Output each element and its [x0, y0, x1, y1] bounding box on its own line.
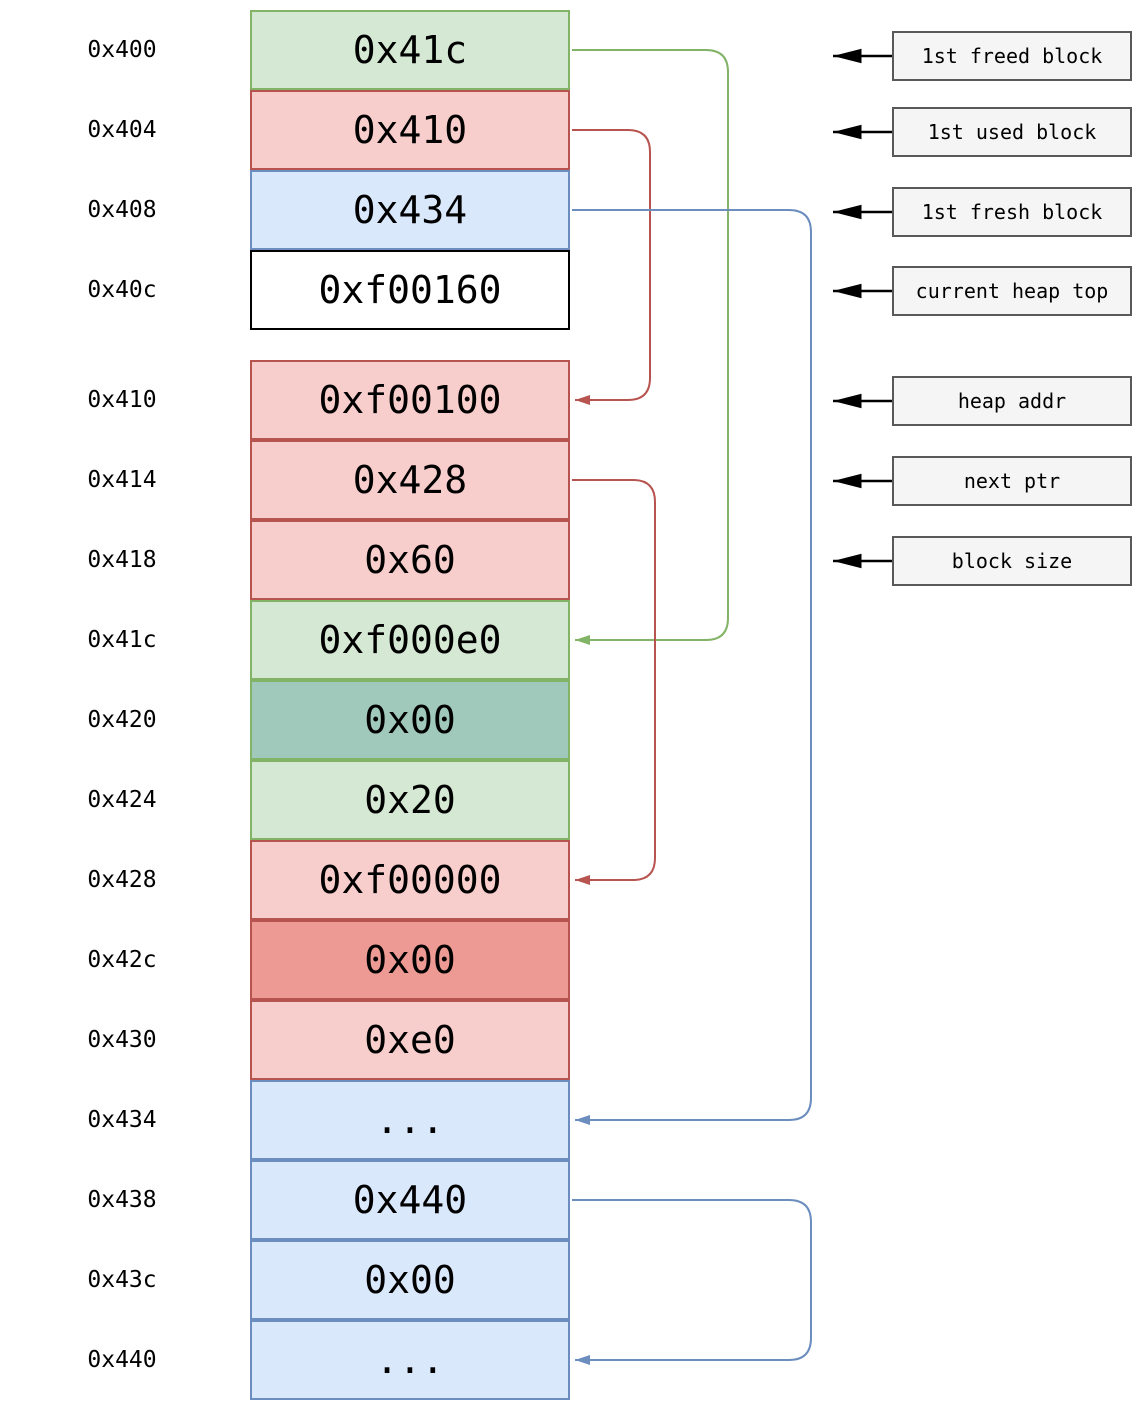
memory-cell: 0xf00000 — [250, 840, 570, 920]
pointer-connector-0x414-to-0x428 — [572, 479, 656, 885]
address-label: 0x430 — [87, 1027, 157, 1053]
address-label: 0x404 — [87, 117, 157, 143]
annotation-label: block size — [892, 536, 1132, 586]
address-label: 0x440 — [87, 1347, 157, 1373]
address-label: 0x43c — [87, 1267, 157, 1293]
address-label: 0x42c — [87, 947, 157, 973]
address-label: 0x41c — [87, 627, 157, 653]
address-label: 0x428 — [87, 867, 157, 893]
memory-cell: 0x410 — [250, 90, 570, 170]
address-label: 0x424 — [87, 787, 157, 813]
memory-cell: 0x00 — [250, 1240, 570, 1320]
pointer-connector-0x404-to-0x410 — [572, 129, 651, 405]
address-label: 0x40c — [87, 277, 157, 303]
memory-cell: 0x41c — [250, 10, 570, 90]
memory-cell: 0x00 — [250, 680, 570, 760]
address-label: 0x410 — [87, 387, 157, 413]
address-label: 0x400 — [87, 37, 157, 63]
address-label: 0x408 — [87, 197, 157, 223]
memory-cell: 0x440 — [250, 1160, 570, 1240]
memory-cell: 0x428 — [250, 440, 570, 520]
memory-cell: 0x434 — [250, 170, 570, 250]
address-label: 0x418 — [87, 547, 157, 573]
memory-cell: 0x00 — [250, 920, 570, 1000]
annotation-label: 1st fresh block — [892, 187, 1132, 237]
pointer-connector-0x438-to-0x440 — [572, 1199, 812, 1365]
address-label: 0x438 — [87, 1187, 157, 1213]
annotation-label: current heap top — [892, 266, 1132, 316]
memory-cell: 0xf00160 — [250, 250, 570, 330]
annotation-label: 1st freed block — [892, 31, 1132, 81]
annotation-label: heap addr — [892, 376, 1132, 426]
address-label: 0x434 — [87, 1107, 157, 1133]
memory-cell: 0x20 — [250, 760, 570, 840]
memory-cell: 0xf000e0 — [250, 600, 570, 680]
pointer-connector-0x400-to-0x41c — [572, 49, 729, 645]
memory-cell: 0xf00100 — [250, 360, 570, 440]
address-label: 0x414 — [87, 467, 157, 493]
memory-cell: 0x60 — [250, 520, 570, 600]
annotation-label: 1st used block — [892, 107, 1132, 157]
memory-cell: ... — [250, 1080, 570, 1160]
memory-cell: 0xe0 — [250, 1000, 570, 1080]
pointer-connector-0x408-to-0x434 — [572, 209, 812, 1125]
annotation-label: next ptr — [892, 456, 1132, 506]
memory-cell: ... — [250, 1320, 570, 1400]
address-label: 0x420 — [87, 707, 157, 733]
